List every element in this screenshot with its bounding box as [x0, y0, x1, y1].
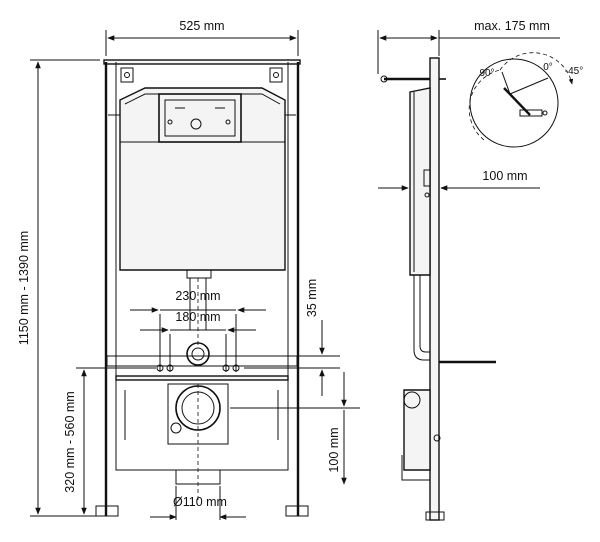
- drop-label: 100 mm: [327, 427, 341, 472]
- side-upright: [429, 57, 440, 521]
- flush-outlet: [186, 342, 210, 366]
- angle-0-label: 0°: [543, 62, 553, 73]
- dimension-drain: Ø110 mm: [150, 486, 246, 520]
- dimension-drop: 100 mm: [230, 372, 360, 485]
- dimension-total-height: 1150 mm - 1390 mm: [17, 59, 100, 517]
- angle-90-label: 90°: [479, 68, 494, 79]
- dimension-depth: max. 175 mm: [377, 19, 560, 74]
- gap-label: 35 mm: [305, 279, 319, 317]
- bolt-inner-label: 180 mm: [175, 310, 220, 324]
- flush-plate-opening: [158, 93, 242, 143]
- dimension-bolt-inner: 180 mm: [140, 310, 256, 333]
- side-cistern: [409, 87, 431, 276]
- top-rail: [103, 59, 301, 65]
- offset-label: 100 mm: [482, 169, 527, 183]
- drain-label: Ø110 mm: [173, 495, 227, 509]
- depth-label: max. 175 mm: [474, 19, 550, 33]
- dimension-offset: 100 mm: [378, 169, 540, 191]
- crossbar: [106, 355, 298, 367]
- dimension-width: 525 mm: [105, 19, 299, 56]
- dimension-low-height: 320 mm - 560 mm: [63, 367, 156, 515]
- total-height-label: 1150 mm - 1390 mm: [17, 231, 31, 345]
- width-label: 525 mm: [179, 19, 224, 33]
- bolt-outer-label: 230 mm: [175, 289, 220, 303]
- cistern: [119, 87, 286, 271]
- angle-45-label: -45°: [565, 66, 583, 77]
- low-height-label: 320 mm - 560 mm: [63, 391, 77, 492]
- dimension-gap: 35 mm: [244, 279, 340, 396]
- angle-detail: 90° 0° -45°: [468, 52, 583, 148]
- side-view: [380, 57, 496, 521]
- dimension-bolt-outer: 230 mm: [130, 289, 266, 313]
- front-view: [95, 59, 309, 517]
- detail-circle: [469, 58, 559, 148]
